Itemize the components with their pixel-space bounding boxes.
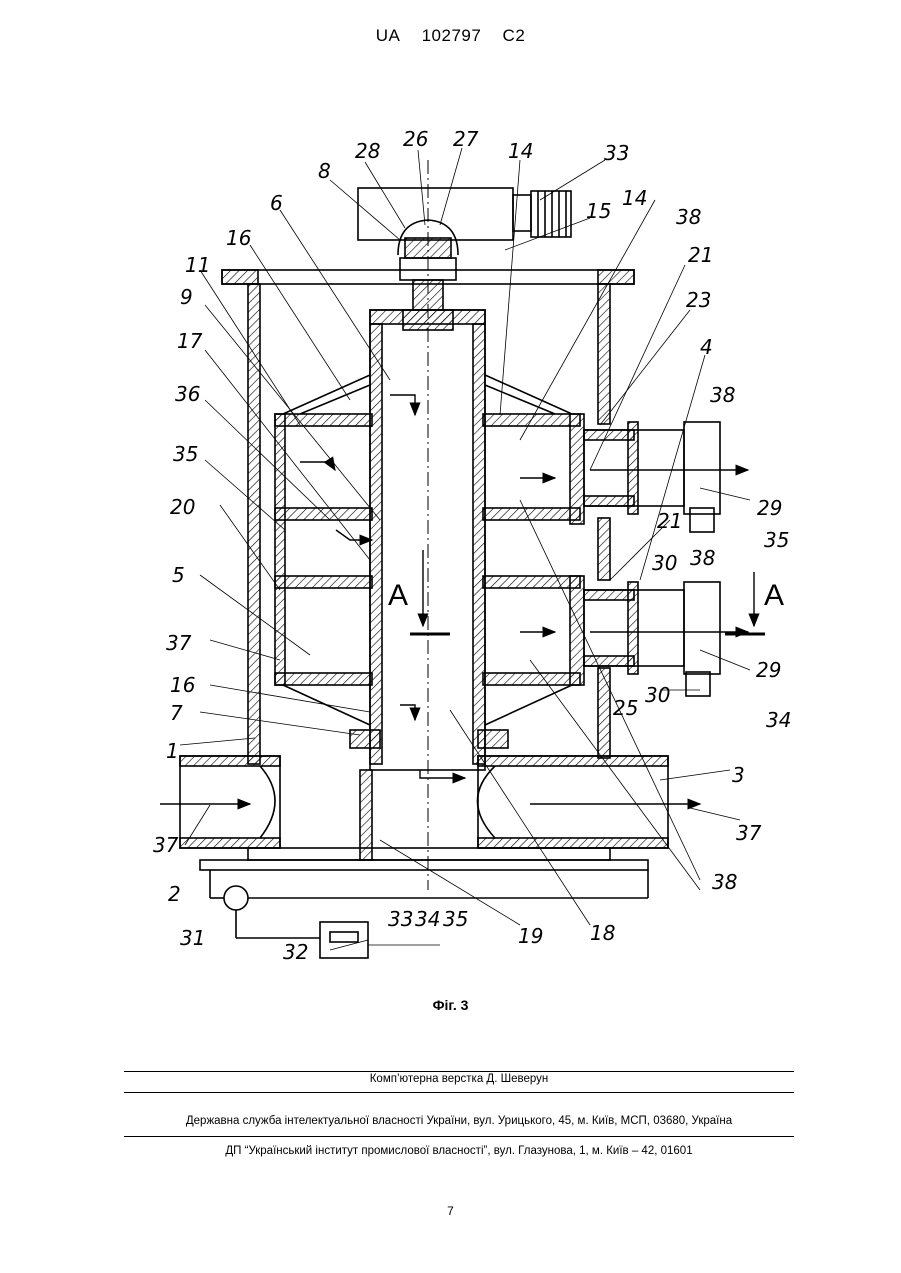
ref-label: 33 bbox=[388, 907, 413, 931]
section-mark: A bbox=[764, 579, 784, 612]
ref-label: 33 bbox=[604, 141, 629, 165]
figure-caption: Фіг. 3 bbox=[0, 997, 901, 1013]
ref-label: 25 bbox=[613, 696, 638, 720]
ref-label: 8 bbox=[318, 159, 331, 183]
ref-label: 14 bbox=[508, 139, 533, 163]
ref-label: 29 bbox=[757, 496, 782, 520]
ref-label: 29 bbox=[756, 658, 781, 682]
ref-label: 38 bbox=[710, 383, 735, 407]
ref-label: 35 bbox=[764, 528, 789, 552]
footer-rule bbox=[124, 1092, 794, 1093]
ref-label: 21 bbox=[657, 509, 682, 533]
ref-label: 16 bbox=[226, 226, 251, 250]
ref-label: 26 bbox=[403, 127, 428, 151]
ref-label: 38 bbox=[676, 205, 701, 229]
ref-label: 32 bbox=[283, 940, 308, 964]
control-unit bbox=[320, 922, 368, 958]
ref-label: 19 bbox=[518, 924, 543, 948]
ref-label: 4 bbox=[700, 335, 713, 359]
housing-right-wall bbox=[598, 284, 610, 424]
ref-label: 18 bbox=[590, 921, 615, 945]
ref-label: 35 bbox=[443, 907, 468, 931]
footer-institute: ДП “Український інститут промислової вла… bbox=[124, 1145, 794, 1157]
footer-rule bbox=[124, 1071, 794, 1072]
ref-label: 30 bbox=[645, 683, 670, 707]
ref-label: 34 bbox=[415, 907, 440, 931]
footer-layout-credit: Комп’ютерна верстка Д. Шеверун bbox=[124, 1073, 794, 1085]
ref-label: 9 bbox=[180, 285, 193, 309]
ref-label: 38 bbox=[712, 870, 737, 894]
pump bbox=[224, 886, 248, 910]
ref-label: 16 bbox=[170, 673, 195, 697]
motor-housing bbox=[358, 188, 513, 240]
ref-label: 2 bbox=[168, 882, 181, 906]
ref-label: 30 bbox=[652, 551, 677, 575]
ref-label: 38 bbox=[690, 546, 715, 570]
ref-label: 27 bbox=[453, 127, 479, 151]
ref-label: 11 bbox=[185, 253, 210, 277]
ref-label: 1 bbox=[166, 739, 179, 763]
ref-label: 5 bbox=[172, 563, 185, 587]
ref-label: 17 bbox=[177, 329, 203, 353]
inlet-pipe bbox=[180, 756, 280, 848]
ref-label: 6 bbox=[270, 191, 283, 215]
section-mark: A bbox=[388, 579, 408, 612]
ref-label: 37 bbox=[166, 631, 192, 655]
ref-label: 20 bbox=[170, 495, 195, 519]
ref-label: 21 bbox=[688, 243, 713, 267]
outlet-pipe bbox=[478, 756, 668, 848]
footer-patent-office: Державна служба інтелектуальної власност… bbox=[124, 1115, 794, 1127]
motor-fan bbox=[531, 191, 571, 237]
technical-drawing: 28 26 27 14 33 8 15 14 38 6 21 16 23 11 … bbox=[0, 0, 901, 1000]
ref-label: 31 bbox=[180, 926, 205, 950]
ref-label: 7 bbox=[170, 701, 183, 725]
ref-label: 14 bbox=[622, 186, 647, 210]
footer-rule bbox=[124, 1136, 794, 1137]
ref-label: 23 bbox=[686, 288, 711, 312]
ref-label: 15 bbox=[586, 199, 611, 223]
ref-label: 3 bbox=[732, 763, 745, 787]
ref-label: 28 bbox=[355, 139, 380, 163]
upper-valve bbox=[684, 422, 720, 514]
ref-label: 37 bbox=[736, 821, 762, 845]
ref-label: 36 bbox=[175, 382, 200, 406]
ref-label: 34 bbox=[766, 708, 791, 732]
page-number: 7 bbox=[0, 1204, 901, 1218]
ref-label: 37 bbox=[153, 833, 179, 857]
ref-label: 35 bbox=[173, 442, 198, 466]
lower-valve bbox=[684, 582, 720, 674]
